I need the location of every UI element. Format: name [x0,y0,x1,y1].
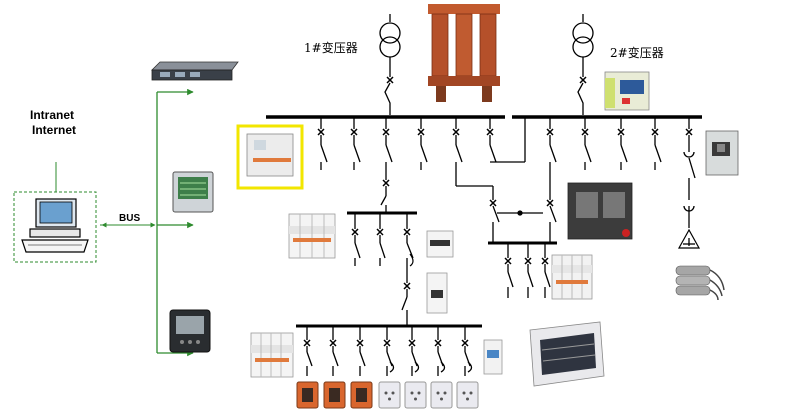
multifunction-meter-device [169,309,211,353]
bus-1-feeders [317,117,526,243]
transformer-1-symbol [379,14,401,115]
modular-device-image-left [288,213,336,259]
air-circuit-breaker-image [604,71,650,111]
bus-label: BUS [119,213,141,224]
orange-switch-2 [323,381,346,409]
wall-socket-4 [456,381,479,409]
orange-switch-1 [296,381,319,409]
transformer-1-label: 1#变压器 [304,41,358,55]
transfer-switch-image [567,182,633,240]
mcb-image-1 [426,230,454,258]
bus-tie-line [497,210,543,216]
mcb-image-2 [426,272,448,314]
wall-socket-2 [404,381,427,409]
motor-cable-image [675,265,725,301]
wall-socket-3 [430,381,453,409]
computer-workstation [13,162,97,263]
computer-icon [21,198,89,253]
rcd-device-image [483,339,503,375]
sub-bus-a-feeders [351,213,414,326]
distribution-cabinet-image [529,321,605,387]
orange-switch-3 [350,381,373,409]
modular-device-image-bottom [250,332,294,378]
mccb-image [705,130,739,176]
transformer-2-symbol [572,14,594,115]
power-meter-device [172,171,214,213]
modular-breaker-image-right [551,254,593,300]
green-bus-trunk [156,88,194,357]
sub-bus-d-feeders [303,326,473,376]
network-label-internet: Internet [32,123,77,137]
network-switch-device [151,61,239,81]
sub-bus-bc-feeders [504,243,551,298]
motor-load-symbol [677,228,701,249]
bus-2-feeders [546,117,701,249]
highlighted-meter-device [236,124,304,190]
wall-socket-1 [378,381,401,409]
transformer-2-label: 2#变压器 [610,46,664,60]
dry-type-transformer-image [428,4,500,102]
network-label-intranet: Intranet [30,108,75,122]
